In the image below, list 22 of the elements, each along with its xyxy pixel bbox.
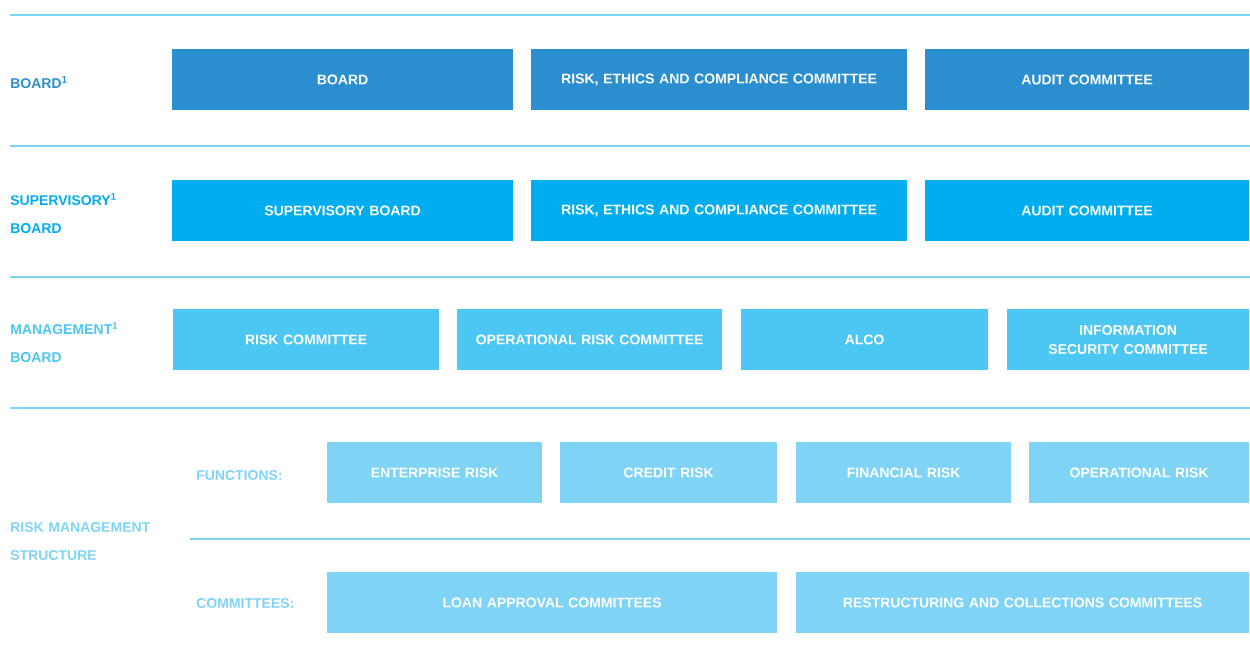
row-heading: FUNCTIONS: <box>197 470 282 480</box>
committee-box: BOARD <box>172 49 513 110</box>
committee-box: ENTERPRISE RISK <box>327 442 542 503</box>
committee-box: RESTRUCTURING AND COLLECTIONS COMMITTEES <box>796 572 1249 633</box>
committee-box: CREDIT RISK <box>560 442 777 503</box>
committee-box: RISK, ETHICS AND COMPLIANCE COMMITTEE <box>531 180 907 241</box>
row-heading: MANAGEMENT$^{1}$ BOARD <box>11 321 118 363</box>
committee-box: AUDIT COMMITTEE <box>925 180 1249 241</box>
committee-box: FINANCIAL RISK <box>796 442 1011 503</box>
row-heading: RISK MANAGEMENT STRUCTURE <box>10 522 151 560</box>
committee-box: OPERATIONAL RISK COMMITTEE <box>457 309 722 370</box>
row-heading: COMMITTEES: <box>196 598 293 608</box>
committee-box: SUPERVISORY BOARD <box>172 180 513 241</box>
committee-box: INFORMATION SECURITY COMMITTEE <box>1007 309 1249 370</box>
row-heading: SUPERVISORY$^{1}$ BOARD <box>10 192 116 234</box>
committee-box: LOAN APPROVAL COMMITTEES <box>327 572 777 633</box>
committee-box: RISK, ETHICS AND COMPLIANCE COMMITTEE <box>531 49 907 110</box>
committee-box: AUDIT COMMITTEE <box>925 49 1249 110</box>
committee-box: OPERATIONAL RISK <box>1029 442 1249 503</box>
committee-box: ALCO <box>741 309 988 370</box>
row-heading: BOARD$^{1}$ <box>11 75 67 89</box>
committee-box: RISK COMMITTEE <box>173 309 439 370</box>
